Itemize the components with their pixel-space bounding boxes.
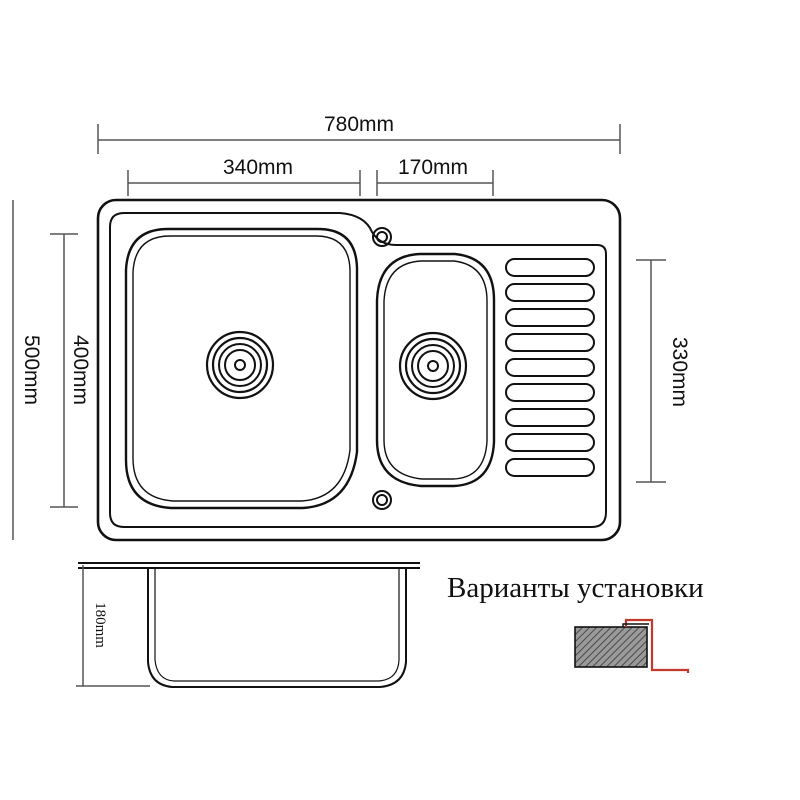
- overflow-icon: [372, 490, 392, 510]
- dim-bowl-depth-label: 400mm: [69, 335, 92, 405]
- small-bowl-inner-edge: [383, 260, 488, 480]
- dim-overall-depth-label: 500mm: [20, 335, 43, 405]
- sink-top-view: [96, 198, 622, 542]
- dim-overall-width: [97, 124, 621, 154]
- tap-hole-icon: [372, 227, 392, 247]
- drain-icon: [398, 331, 468, 401]
- install-options-title: Варианты установки: [447, 572, 704, 604]
- dim-drainer-length-label: 330mm: [668, 337, 691, 407]
- large-bowl-inner-edge: [132, 235, 351, 502]
- install-diagram: [574, 618, 690, 673]
- countertop-block: [574, 626, 648, 668]
- dim-small-bowl-width-label: 170mm: [398, 156, 468, 179]
- drain-icon: [205, 330, 275, 400]
- dim-overall-width-label: 780mm: [324, 113, 394, 136]
- sink-outer-rim: [96, 198, 622, 542]
- dim-drainer-length: [636, 259, 666, 483]
- large-bowl: [124, 227, 359, 510]
- small-bowl: [375, 252, 496, 488]
- sink-edge-profile: [624, 618, 690, 673]
- sink-side-view: [78, 562, 420, 688]
- dim-bowl-height-label: 180mm: [92, 602, 108, 648]
- dim-large-bowl-width-label: 340mm: [223, 156, 293, 179]
- dim-large-bowl-width: [127, 170, 361, 196]
- drainer-ribs: [505, 258, 595, 477]
- dim-bowl-height: [76, 565, 150, 687]
- sink-deck-outline: [109, 212, 607, 528]
- dim-small-bowl-width: [376, 170, 494, 196]
- dim-bowl-depth: [50, 233, 78, 508]
